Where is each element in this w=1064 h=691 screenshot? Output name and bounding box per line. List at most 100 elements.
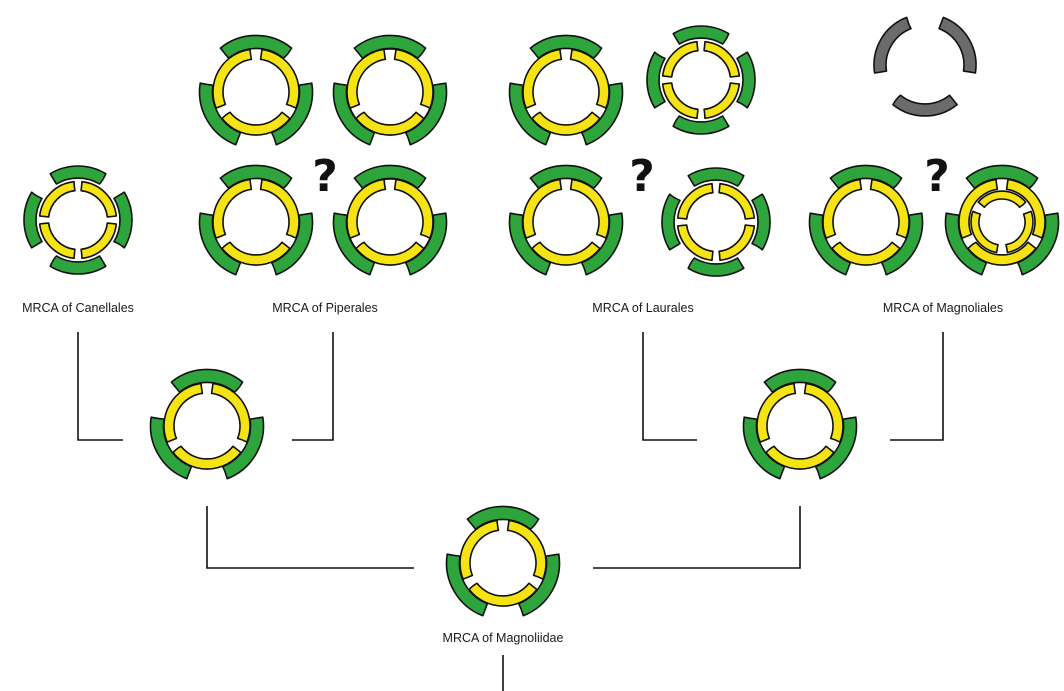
outer-tepal xyxy=(736,51,756,109)
inner-tepal xyxy=(822,178,863,239)
inner-tepal xyxy=(1005,210,1034,254)
inner-tepal xyxy=(676,182,714,220)
label-canellales: MRCA of Canellales xyxy=(22,301,134,315)
inner-tepal xyxy=(80,222,118,260)
flower-laurales-option-4 xyxy=(661,167,771,277)
inner-tepal xyxy=(569,178,610,239)
flower-piperales-option-4 xyxy=(332,164,448,276)
flower-ancestor-left xyxy=(149,368,265,480)
flower-laurales-option-3 xyxy=(508,164,624,276)
inner-tepal xyxy=(355,111,425,136)
label-laurales: MRCA of Laurales xyxy=(592,301,693,315)
outer-tepal xyxy=(763,368,837,393)
flower-magnoliidae xyxy=(445,505,561,617)
inner-tepal xyxy=(831,241,901,266)
outer-tepal xyxy=(49,165,107,185)
outer-tepal xyxy=(687,167,745,187)
outer-tepal xyxy=(219,34,293,59)
edge-laurales xyxy=(642,332,697,441)
inner-tepal xyxy=(970,210,999,254)
inner-tepal xyxy=(221,111,291,136)
outer-tepal xyxy=(829,164,903,189)
inner-tepal xyxy=(506,519,547,580)
label-magnoliidae: MRCA of Magnoliidae xyxy=(443,631,564,645)
edge-piperales xyxy=(292,332,334,441)
inner-tepal xyxy=(718,182,756,220)
flower-magnoliales-option-1 xyxy=(808,164,924,276)
inner-tepal xyxy=(80,180,118,218)
inner-tepal xyxy=(172,445,242,470)
flower-piperales-option-1 xyxy=(198,34,314,146)
outer-tepal xyxy=(751,193,771,251)
inner-tepal xyxy=(259,178,300,239)
flower-piperales-option-2 xyxy=(332,34,448,146)
flower-piperales-option-3 xyxy=(198,164,314,276)
outer-tepal xyxy=(687,257,745,277)
flower-magnoliales-option-2 xyxy=(944,164,1060,276)
inner-tepal xyxy=(459,519,500,580)
outer-tepal xyxy=(529,34,603,59)
outer-tepal xyxy=(672,25,730,45)
inner-tepal xyxy=(676,224,714,262)
inner-tepal xyxy=(756,382,797,443)
outer-tepal xyxy=(219,164,293,189)
inner-tepal xyxy=(38,180,76,218)
inner-tepal xyxy=(765,445,835,470)
inner-tepal xyxy=(346,48,387,109)
unknown-tepal xyxy=(938,16,977,74)
unknown-tepal xyxy=(892,94,958,117)
edge-right-clade xyxy=(593,506,801,569)
flower-laurales-option-2 xyxy=(646,25,756,135)
outer-tepal xyxy=(661,193,681,251)
inner-tepal xyxy=(522,48,563,109)
inner-tepal xyxy=(393,178,434,239)
inner-tepal xyxy=(221,241,291,266)
inner-tepal xyxy=(522,178,563,239)
flower-diagrams xyxy=(23,16,1060,617)
outer-tepal xyxy=(529,164,603,189)
label-magnoliales: MRCA of Magnoliales xyxy=(883,301,1003,315)
unknown-tepal xyxy=(873,16,912,74)
flower-magnoliales-unknown xyxy=(873,16,977,117)
uncertainty-mark-magnoliales: ? xyxy=(924,151,950,202)
outer-tepal xyxy=(49,255,107,275)
inner-tepal xyxy=(259,48,300,109)
outer-tepal xyxy=(170,368,244,393)
label-piperales: MRCA of Piperales xyxy=(272,301,378,315)
edge-magnoliales xyxy=(890,332,944,441)
outer-tepal xyxy=(646,51,666,109)
edge-left-clade xyxy=(206,506,414,569)
inner-tepal xyxy=(393,48,434,109)
inner-tepal xyxy=(703,40,741,78)
inner-tepal xyxy=(718,224,756,262)
inner-tepal xyxy=(355,241,425,266)
outer-tepal xyxy=(965,164,1039,189)
inner-tepal xyxy=(1005,178,1046,239)
inner-tepal xyxy=(967,241,1037,266)
inner-tepal xyxy=(346,178,387,239)
inner-tepal xyxy=(803,382,844,443)
outer-tepal xyxy=(23,191,43,249)
outer-tepal xyxy=(466,505,540,530)
inner-tepal xyxy=(531,241,601,266)
inner-tepal xyxy=(212,178,253,239)
tree-edges xyxy=(77,332,944,691)
inner-tepal xyxy=(661,40,699,78)
inner-tepal xyxy=(569,48,610,109)
inner-tepal xyxy=(869,178,910,239)
inner-tepal xyxy=(468,582,538,607)
inner-tepal xyxy=(703,82,741,120)
inner-tepal xyxy=(163,382,204,443)
flower-canellales xyxy=(23,165,133,275)
inner-tepal xyxy=(531,111,601,136)
inner-tepal xyxy=(661,82,699,120)
flower-laurales-option-1 xyxy=(508,34,624,146)
inner-tepal xyxy=(38,222,76,260)
inner-tepal xyxy=(958,178,999,239)
flower-ancestor-right xyxy=(742,368,858,480)
uncertainty-mark-piperales: ? xyxy=(312,151,338,202)
outer-tepal xyxy=(113,191,133,249)
outer-tepal xyxy=(672,115,730,135)
inner-tepal xyxy=(977,190,1027,208)
